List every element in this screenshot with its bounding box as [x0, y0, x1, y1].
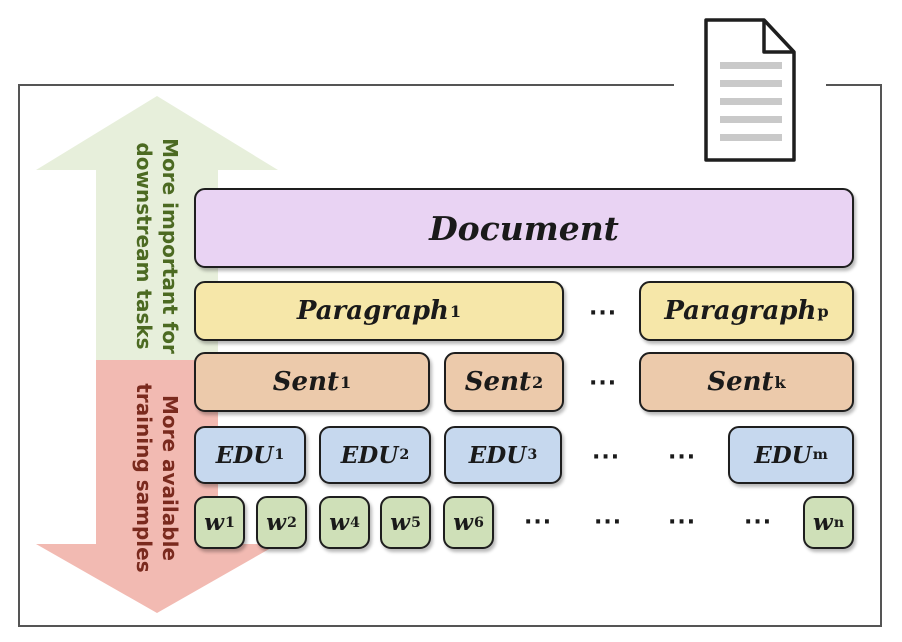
- bottom-arrow-line-2: training samples: [132, 383, 156, 573]
- edu-3-subscript: 3: [527, 447, 538, 463]
- document-box: Document: [194, 188, 854, 268]
- word-4-subscript: 4: [349, 514, 360, 531]
- bottom-arrow-label: More available training samples: [131, 369, 183, 587]
- word-ellipsis-4: ···: [744, 510, 773, 535]
- paragraph-p-subscript: p: [817, 301, 829, 321]
- bottom-arrow-line-1: More available: [158, 394, 182, 561]
- down-arrow: [36, 360, 278, 613]
- word-n-label: w: [812, 509, 833, 536]
- paragraph-ellipsis: ···: [589, 301, 618, 326]
- top-arrow-label: More important for downstream tasks: [131, 121, 183, 371]
- sentence-1-label: Sent: [272, 367, 339, 397]
- word-2-label: w: [266, 509, 286, 536]
- frame-bottom: [18, 625, 882, 627]
- edu-ellipsis-1: ···: [592, 445, 621, 470]
- edu-3-label: EDU: [468, 441, 527, 469]
- frame-top-left: [18, 84, 674, 86]
- edu-ellipsis-2: ···: [668, 445, 697, 470]
- word-6-label: w: [453, 509, 473, 536]
- edu-m-subscript: m: [812, 447, 828, 463]
- edu-m-label: EDU: [754, 441, 812, 469]
- word-1-label: w: [204, 509, 224, 536]
- sentence-ellipsis: ···: [589, 371, 618, 396]
- word-n-subscript: n: [833, 514, 845, 531]
- top-arrow-line-1: More important for: [158, 138, 182, 354]
- sentence-k-subscript: k: [774, 372, 786, 392]
- document-label: Document: [429, 208, 619, 248]
- word-6-subscript: 6: [473, 514, 484, 531]
- word-5-subscript: 5: [410, 514, 421, 531]
- edu-2-subscript: 2: [399, 447, 410, 463]
- sentence-k-label: Sent: [707, 367, 774, 397]
- edu-2-label: EDU: [340, 441, 399, 469]
- word-ellipsis-3: ···: [668, 510, 697, 535]
- paragraph-1-subscript: 1: [449, 301, 462, 321]
- frame-left: [18, 84, 20, 627]
- edu-1-subscript: 1: [274, 447, 285, 463]
- word-ellipsis-2: ···: [594, 510, 623, 535]
- word-4-label: w: [329, 509, 349, 536]
- word-ellipsis-1: ···: [524, 510, 553, 535]
- word-1-subscript: 1: [224, 514, 235, 531]
- sentence-2-subscript: 2: [532, 372, 544, 392]
- sentence-2-label: Sent: [464, 367, 531, 397]
- sentence-1-subscript: 1: [340, 372, 352, 392]
- frame-right: [880, 84, 882, 627]
- word-2-subscript: 2: [286, 514, 297, 531]
- edu-1-label: EDU: [215, 441, 274, 469]
- word-5-label: w: [390, 509, 410, 536]
- paragraph-1-label: Paragraph: [296, 296, 449, 326]
- document-icon: [704, 18, 796, 162]
- paragraph-p-label: Paragraph: [664, 296, 817, 326]
- frame-top-right: [826, 84, 882, 86]
- top-arrow-line-2: downstream tasks: [132, 142, 156, 350]
